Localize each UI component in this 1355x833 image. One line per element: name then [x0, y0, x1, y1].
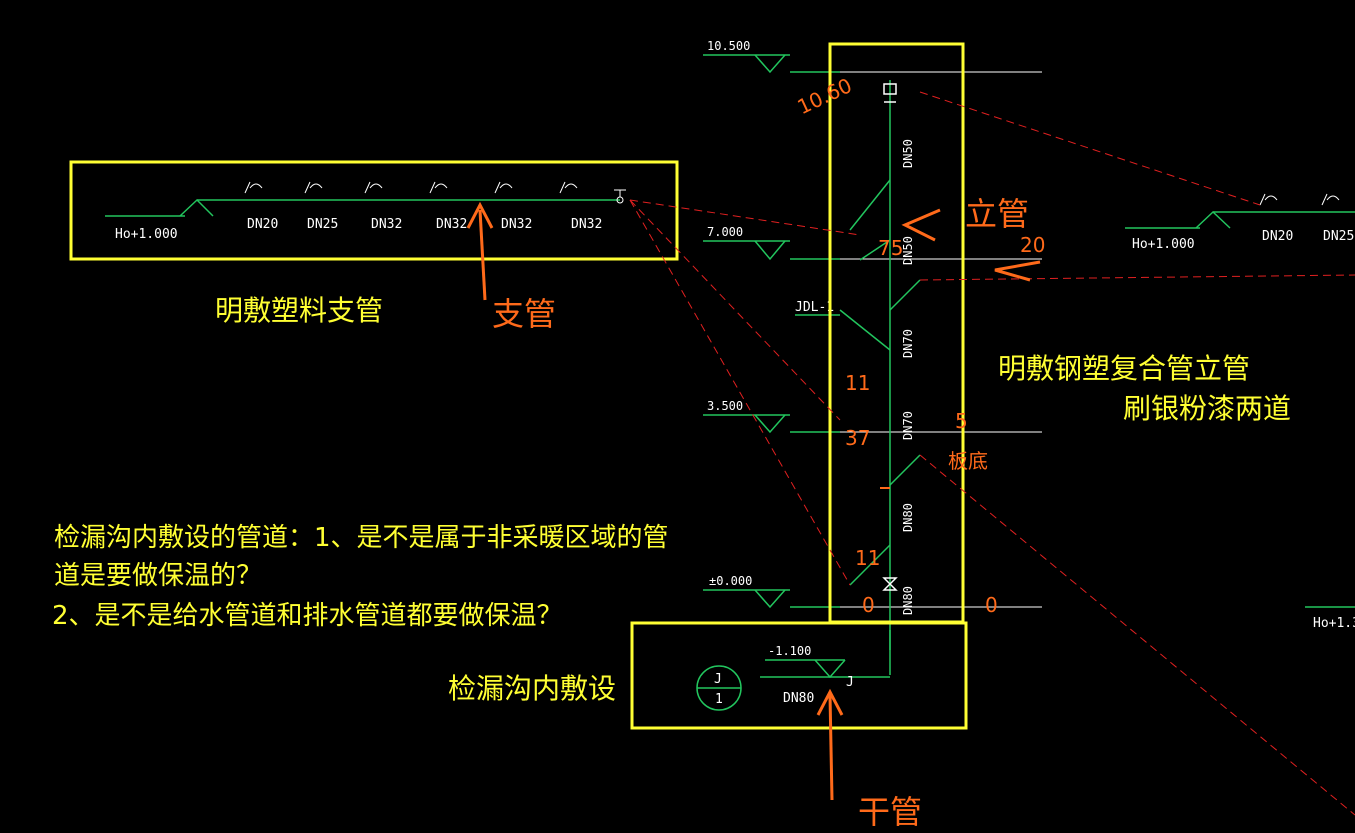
branch-box: [69, 160, 679, 261]
riser-tag: JDL-1: [795, 300, 834, 315]
red-dashed-leaders: [629, 91, 1355, 816]
branch-left-size-4: DN32: [436, 217, 467, 232]
annotation-n2: 75: [878, 236, 903, 260]
elevation-label-0000: ±0.000: [709, 574, 752, 588]
annotation-n5: 37: [845, 426, 870, 450]
question-line-3: 2、是不是给水管道和排水管道都要做保温？: [52, 601, 563, 631]
annotation-n6: 5: [955, 409, 968, 433]
annotation-n9: 0: [985, 593, 998, 617]
question-line-2: 道是要做保温的？: [54, 561, 262, 591]
annotation-n4: 11: [845, 371, 870, 395]
branch-right-ho: Ho+1.000: [1132, 237, 1195, 252]
elevation-marker-10500: 10.500: [703, 39, 840, 74]
branch-right: Ho+1.000 DN20 DN25: [1125, 193, 1355, 252]
branch-left-size-3: DN32: [371, 217, 402, 232]
elevation-marker-3500: 3.500: [703, 399, 840, 434]
annotation-main: 干管: [858, 793, 922, 831]
elevation-marker-0000: ±0.000: [703, 574, 840, 609]
annotation-n3: 20: [1020, 233, 1045, 257]
trench-main-size: DN80: [783, 691, 814, 706]
riser-size-3: DN70: [901, 329, 915, 358]
branch-left-ho: Ho+1.000: [115, 227, 178, 242]
elevation-label-neg1100: -1.100: [768, 644, 811, 658]
riser-caption-line1: 明敷钢塑复合管立管: [998, 352, 1250, 385]
annotation-n7: 11: [855, 546, 880, 570]
branch-left-size-6: DN32: [571, 217, 602, 232]
riser-size-1: DN50: [901, 139, 915, 168]
branch-right-size-1: DN20: [1262, 229, 1293, 244]
riser-box: [828, 42, 965, 624]
orange-annotations: 支管 立管 干管 10.60 75 20 11 37 5 板底 11 0 0: [466, 73, 1045, 831]
question-line-1: 检漏沟内敷设的管道：1、是不是属于非采暖区域的管: [54, 523, 669, 553]
elevation-marker-7000: 7.000: [703, 225, 840, 261]
branch-right-size-2: DN25: [1323, 229, 1354, 244]
annotation-branch: 支管: [492, 295, 556, 333]
branch-left: Ho+1.000 DN20 DN25 DN32 DN32 DN32 DN32: [105, 181, 626, 242]
trench-content: J 1 -1.100 DN80 J: [696, 644, 854, 711]
branch-left-size-1: DN20: [247, 217, 278, 232]
riser-pipe: [760, 80, 921, 678]
riser-size-6: DN80: [901, 586, 915, 615]
right-edge-ho: Ho+1.3: [1313, 616, 1355, 631]
riser-size-4: DN70: [901, 411, 915, 440]
riser-caption-line2: 刷银粉漆两道: [1123, 392, 1291, 425]
riser-size-5: DN80: [901, 503, 915, 532]
riser-size-labels: DN50 DN50 DN70 DN70 DN80 DN80: [901, 139, 915, 615]
pipe-id-top: J: [714, 672, 722, 687]
branch-caption: 明敷塑料支管: [215, 294, 383, 327]
branch-left-size-2: DN25: [307, 217, 338, 232]
riser-size-2: DN50: [901, 236, 915, 265]
annotation-n1: 10.60: [794, 73, 856, 119]
pipe-id-bottom: 1: [715, 692, 723, 707]
annotation-floor: 板底: [948, 449, 988, 473]
branch-left-size-5: DN32: [501, 217, 532, 232]
elevation-label-3500: 3.500: [707, 399, 743, 413]
floor-lines: [790, 71, 1042, 608]
annotation-n8: 0: [862, 593, 875, 617]
trench-j-label: J: [846, 675, 854, 690]
annotation-riser: 立管: [965, 195, 1029, 233]
trench-box: [630, 621, 968, 730]
trench-caption: 检漏沟内敷设: [448, 672, 616, 705]
elevation-label-10500: 10.500: [707, 39, 750, 53]
elevation-label-7000: 7.000: [707, 225, 743, 239]
